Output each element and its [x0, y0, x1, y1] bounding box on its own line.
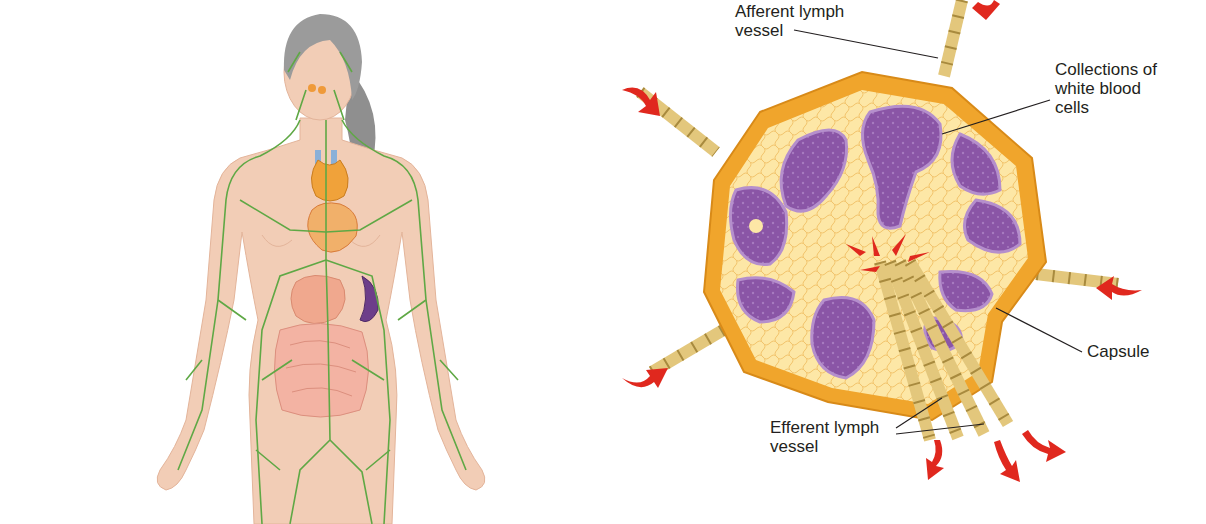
- flow-arrow: [860, 266, 880, 272]
- white-blood-cell-collection: [862, 106, 941, 228]
- lymph-vessels: [178, 52, 466, 524]
- part-label: Capsule: [1087, 342, 1187, 361]
- lymph-vessels: [240, 200, 412, 232]
- flow-arrow: [972, 0, 1000, 20]
- lymph-vessels: [330, 440, 372, 524]
- node-interior: [720, 90, 1028, 404]
- vessel-rings: [944, 0, 962, 76]
- afferent-vessel: [652, 326, 730, 372]
- flow-arrow: [872, 236, 880, 256]
- stomach: [291, 275, 345, 323]
- lymph-vessels: [256, 260, 390, 524]
- heart: [308, 203, 358, 252]
- spleen: [360, 276, 378, 322]
- leader-lines: [794, 30, 1082, 434]
- part-label: Efferent lymph vessel: [770, 418, 902, 456]
- lymph-vessels: [178, 120, 300, 470]
- lymph-node: [704, 72, 1046, 420]
- flow-arrow: [994, 440, 1020, 482]
- white-blood-cell-collection: [730, 188, 786, 265]
- intestines: [274, 323, 368, 417]
- flow-arrow: [846, 244, 866, 256]
- lobe-center: [749, 219, 763, 233]
- flow-arrow: [622, 88, 660, 116]
- efferent-vessels: [880, 262, 1008, 440]
- body-outline: [157, 118, 485, 524]
- human-figure: [157, 14, 485, 524]
- flow-arrow: [926, 440, 944, 480]
- afferent-vessel: [944, 0, 962, 76]
- flow-arrow: [1022, 430, 1066, 462]
- leader-line: [896, 398, 942, 428]
- white-blood-cell-collection: [952, 134, 1000, 194]
- leader-line: [942, 100, 1050, 134]
- thymus: [311, 160, 348, 201]
- leader-line: [996, 308, 1082, 352]
- efferent-vessels: [930, 330, 1008, 440]
- tonsil: [318, 86, 326, 94]
- tonsil: [308, 84, 316, 92]
- part-label: Collections of white blood cells: [1055, 60, 1177, 117]
- white-blood-cell-collection: [812, 298, 874, 379]
- flow-arrow: [1096, 276, 1142, 300]
- capsule: [704, 72, 1046, 420]
- lymph-vessels: [186, 300, 458, 380]
- white-blood-cell-collection: [781, 130, 846, 211]
- part-label: Afferent lymph vessel: [735, 2, 867, 40]
- white-blood-cell-collection: [737, 278, 794, 322]
- flow-arrow: [908, 252, 930, 262]
- white-blood-cell-collection: [730, 106, 1020, 378]
- lymph-vessels: [288, 52, 352, 120]
- lymph-vessels: [342, 120, 466, 470]
- lymph-vessels: [290, 120, 330, 524]
- white-blood-cell-collection: [940, 271, 992, 310]
- flow-arrow: [892, 234, 906, 256]
- white-blood-cell-collection: [964, 200, 1020, 252]
- hair: [284, 14, 362, 100]
- leader-line: [794, 30, 938, 58]
- vessel-rings: [880, 262, 1008, 440]
- lymph-vessels: [256, 360, 390, 470]
- intestine-folds: [286, 341, 356, 396]
- vessel-rings: [652, 326, 730, 372]
- flow-arrow: [622, 368, 668, 388]
- leader-line: [896, 424, 984, 434]
